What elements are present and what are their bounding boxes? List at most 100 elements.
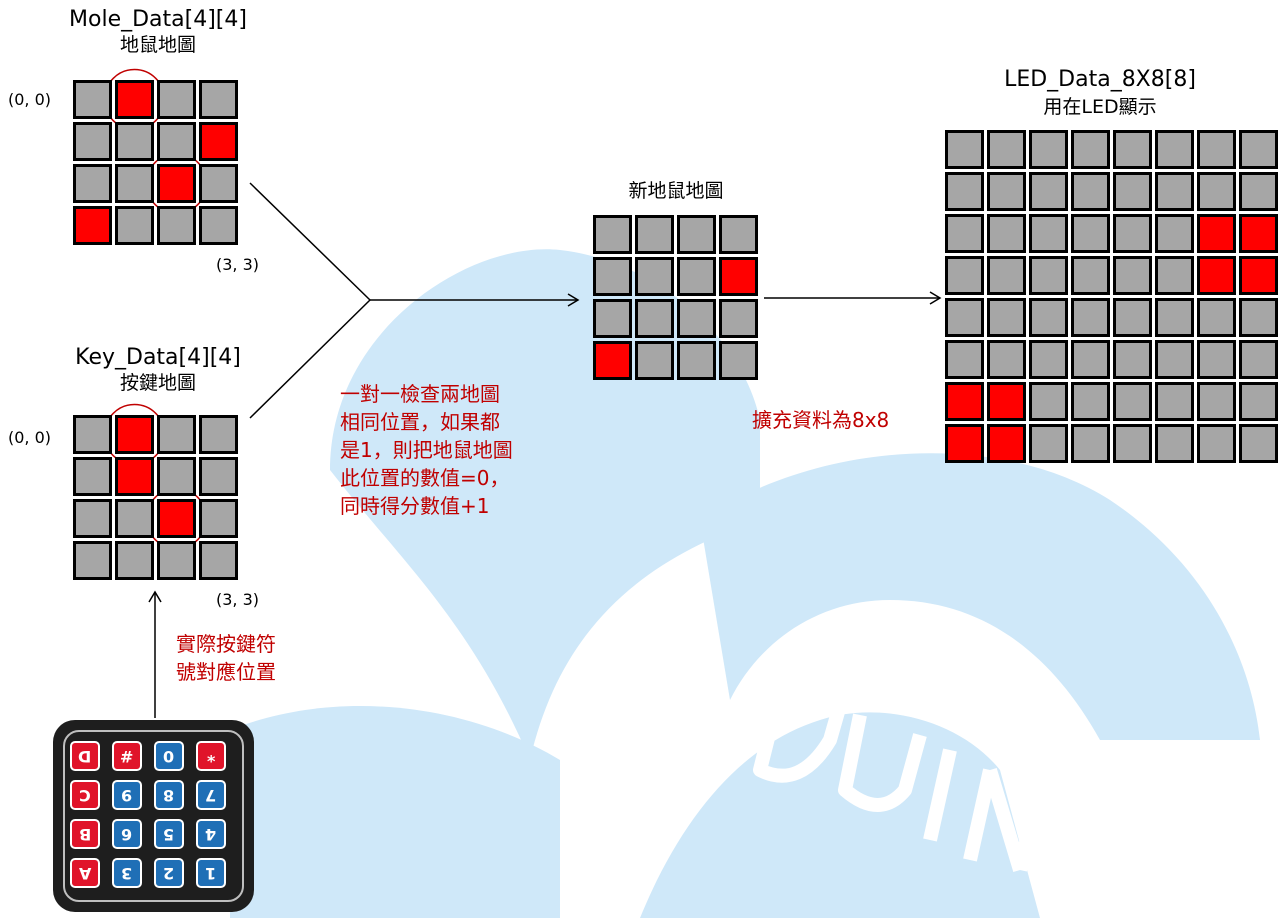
cell-inactive: [987, 298, 1026, 337]
led-map-title: LED_Data_8X8[8]: [1004, 67, 1196, 92]
cell-active: [945, 424, 984, 463]
cell-inactive: [1239, 130, 1278, 169]
keypad-mapping-note-line: 號對應位置: [176, 660, 276, 684]
cell-inactive: [1113, 172, 1152, 211]
cell-inactive: [1155, 340, 1194, 379]
mole-map-grid: [73, 80, 240, 247]
keypad-key[interactable]: 3: [112, 858, 142, 888]
keypad-key[interactable]: C: [70, 780, 100, 810]
cell-active: [1197, 256, 1236, 295]
cell-inactive: [115, 164, 154, 203]
expand-note: 擴充資料為8x8: [752, 408, 890, 432]
cell-inactive: [73, 80, 112, 119]
cell-inactive: [945, 172, 984, 211]
mole-map-title: Mole_Data[4][4]: [69, 7, 247, 32]
cell-inactive: [73, 415, 112, 454]
cell-inactive: [1239, 424, 1278, 463]
cell-inactive: [1197, 382, 1236, 421]
cell-active: [73, 206, 112, 245]
cell-inactive: [987, 130, 1026, 169]
cell-inactive: [115, 206, 154, 245]
cell-inactive: [157, 415, 196, 454]
keypad-key[interactable]: D: [70, 741, 100, 771]
keypad-key[interactable]: B: [70, 819, 100, 849]
duino-watermark-text: [753, 683, 1119, 893]
cell-inactive: [1071, 172, 1110, 211]
cell-inactive: [199, 164, 238, 203]
cell-inactive: [635, 215, 674, 254]
keypad-key[interactable]: 2: [154, 858, 184, 888]
cell-inactive: [1113, 424, 1152, 463]
cell-active: [719, 257, 758, 296]
key-map-end-coord: (3, 3): [216, 590, 260, 609]
cell-inactive: [1071, 382, 1110, 421]
keypad-key-label: 3: [121, 863, 133, 883]
cell-inactive: [1029, 424, 1068, 463]
cell-inactive: [1113, 382, 1152, 421]
cell-inactive: [635, 341, 674, 380]
compare-note-line: 是1，則把地鼠地圖: [340, 438, 513, 462]
cell-active: [157, 164, 196, 203]
keypad-key[interactable]: 8: [154, 780, 184, 810]
cell-inactive: [945, 298, 984, 337]
cell-inactive: [1239, 382, 1278, 421]
cell-inactive: [1029, 382, 1068, 421]
merge-line-top: [249, 182, 371, 301]
cell-inactive: [157, 80, 196, 119]
cell-inactive: [1197, 172, 1236, 211]
keypad-frame: [63, 730, 244, 902]
compare-note: 一對一檢查兩地圖 相同位置，如果都 是1，則把地鼠地圖 此位置的數值=0， 同時…: [340, 380, 513, 520]
cell-inactive: [157, 122, 196, 161]
cell-inactive: [1113, 298, 1152, 337]
cell-inactive: [1029, 298, 1068, 337]
cell-inactive: [635, 299, 674, 338]
cell-inactive: [1113, 214, 1152, 253]
cell-inactive: [1155, 172, 1194, 211]
cell-active: [157, 499, 196, 538]
cell-inactive: [115, 499, 154, 538]
keypad-key[interactable]: *: [196, 741, 226, 771]
cell-active: [987, 424, 1026, 463]
cell-inactive: [1113, 340, 1152, 379]
mole-map-end-coord: (3, 3): [216, 255, 260, 274]
key-map-title: Key_Data[4][4]: [75, 345, 241, 370]
new-mole-map-grid: [593, 215, 760, 382]
keypad-key[interactable]: 9: [112, 780, 142, 810]
key-map-grid: [73, 415, 240, 582]
keypad-key[interactable]: 5: [154, 819, 184, 849]
keypad-key[interactable]: 4: [196, 819, 226, 849]
keypad-key-label: 8: [163, 785, 175, 805]
keypad-key-label: *: [206, 746, 216, 766]
cell-inactive: [73, 164, 112, 203]
keypad-mapping-note: 實際按鍵符 號對應位置: [176, 630, 276, 686]
mole-map-subtitle: 地鼠地圖: [119, 34, 196, 56]
keypad-key[interactable]: 6: [112, 819, 142, 849]
cell-inactive: [1029, 340, 1068, 379]
cell-inactive: [1113, 256, 1152, 295]
keypad-key[interactable]: 7: [196, 780, 226, 810]
compare-note-line: 一對一檢查兩地圖: [340, 382, 500, 406]
cell-inactive: [1071, 214, 1110, 253]
cell-inactive: [199, 457, 238, 496]
cell-active: [115, 457, 154, 496]
keypad-key[interactable]: 1: [196, 858, 226, 888]
cell-inactive: [593, 257, 632, 296]
cell-inactive: [73, 122, 112, 161]
cell-active: [987, 382, 1026, 421]
compare-note-line: 相同位置，如果都: [340, 410, 500, 434]
keypad-key-label: 6: [121, 824, 133, 844]
cell-inactive: [157, 457, 196, 496]
cell-inactive: [1197, 298, 1236, 337]
cell-inactive: [945, 340, 984, 379]
cell-inactive: [199, 415, 238, 454]
keypad-key[interactable]: #: [112, 741, 142, 771]
key-map-subtitle: 按鍵地圖: [119, 372, 196, 394]
cell-inactive: [1071, 256, 1110, 295]
cell-inactive: [677, 215, 716, 254]
cell-inactive: [1239, 298, 1278, 337]
cell-inactive: [719, 215, 758, 254]
keypad-key[interactable]: 0: [154, 741, 184, 771]
cell-active: [1239, 256, 1278, 295]
keypad-key[interactable]: A: [70, 858, 100, 888]
